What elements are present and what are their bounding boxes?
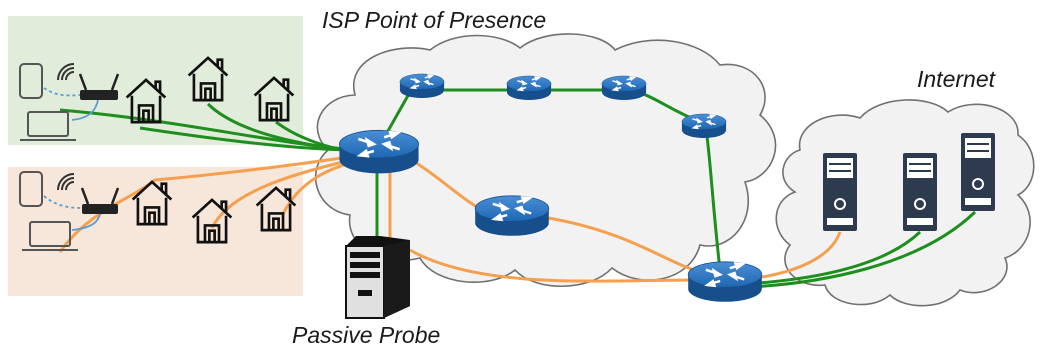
router-icon — [338, 129, 420, 175]
router-icon — [473, 194, 551, 238]
server-icon — [902, 152, 938, 232]
server-icon — [960, 132, 996, 212]
router-icon — [506, 75, 552, 101]
wifi-icon — [57, 173, 75, 191]
router-icon — [686, 260, 764, 304]
laptop-icon — [20, 111, 76, 141]
isp-pop-label: ISP Point of Presence — [322, 7, 547, 33]
server-icon — [822, 152, 858, 232]
home-lan-green — [19, 56, 295, 141]
home-lan-orange — [19, 171, 297, 251]
router-icon — [681, 113, 727, 139]
internet-label: Internet — [917, 66, 995, 92]
router-icon — [601, 75, 647, 101]
phone-icon — [19, 63, 43, 99]
server-icon — [345, 236, 410, 319]
router-icon — [399, 73, 445, 99]
laptop-icon — [22, 221, 78, 251]
wifi-icon — [57, 63, 75, 81]
passive-probe-label: Passive Probe — [292, 322, 441, 348]
home-router-icon — [78, 73, 120, 100]
phone-icon — [19, 171, 43, 207]
home-router-icon — [80, 187, 120, 214]
